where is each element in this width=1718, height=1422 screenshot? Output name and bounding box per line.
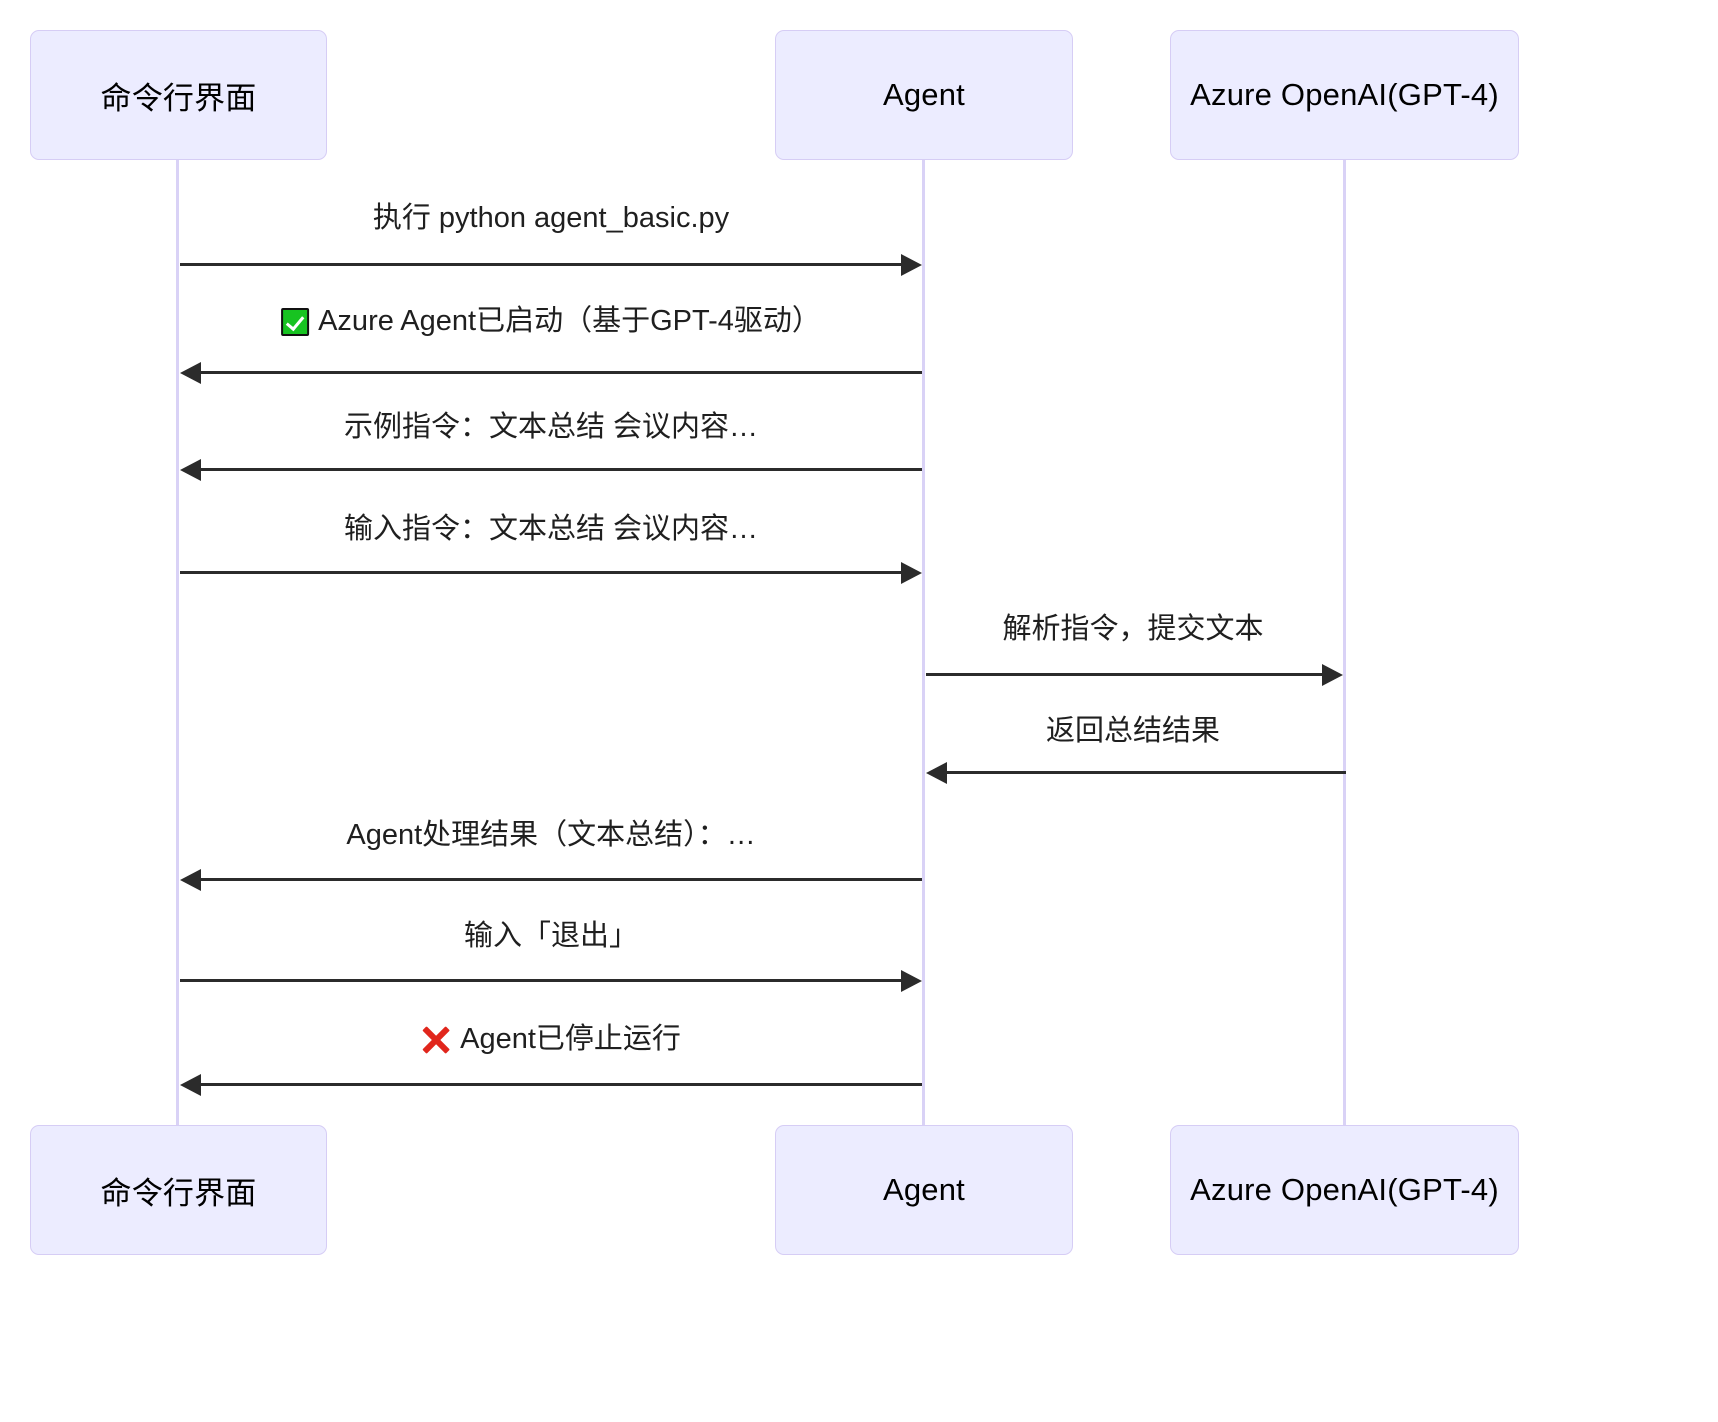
- participant-box-cli-top[interactable]: 命令行界面: [30, 30, 327, 160]
- check-mark-emoji-icon: [281, 307, 310, 336]
- lifeline-agent: [922, 160, 925, 1125]
- message-label-3: 示例指令：文本总结 会议内容…: [343, 411, 759, 444]
- message-line-6: [944, 771, 1346, 774]
- message-label-9: Agent已停止运行: [421, 1023, 681, 1056]
- participant-box-agent-bottom[interactable]: Agent: [775, 1125, 1073, 1255]
- message-arrowhead-9: [180, 1074, 201, 1096]
- participant-label-gpt-top: Azure OpenAI(GPT-4): [1190, 77, 1499, 112]
- message-text-8: 输入「退出」: [463, 920, 639, 952]
- message-label-7: Agent处理结果（文本总结）：…: [346, 819, 756, 852]
- message-label-6: 返回总结结果: [1045, 715, 1221, 748]
- message-arrowhead-6: [926, 762, 947, 784]
- message-arrowhead-5: [1322, 664, 1343, 686]
- message-label-4: 输入指令：文本总结 会议内容…: [343, 513, 759, 546]
- message-text-2: Azure Agent已启动（基于GPT-4驱动）: [318, 305, 821, 337]
- message-arrowhead-7: [180, 869, 201, 891]
- message-label-8: 输入「退出」: [463, 920, 639, 953]
- participant-box-gpt-top[interactable]: Azure OpenAI(GPT-4): [1170, 30, 1519, 160]
- message-text-4: 输入指令：文本总结 会议内容…: [343, 513, 759, 545]
- message-text-7: Agent处理结果（文本总结）：…: [346, 819, 756, 851]
- message-text-5: 解析指令，提交文本: [1002, 613, 1264, 645]
- message-label-2: Azure Agent已启动（基于GPT-4驱动）: [281, 305, 821, 338]
- message-text-3: 示例指令：文本总结 会议内容…: [343, 411, 759, 443]
- message-line-4: [180, 571, 905, 574]
- participant-label-gpt-bottom: Azure OpenAI(GPT-4): [1190, 1172, 1499, 1207]
- message-line-8: [180, 979, 905, 982]
- message-line-7: [198, 878, 922, 881]
- message-text-1: 执行 python agent_basic.py: [372, 202, 730, 234]
- message-arrowhead-8: [901, 970, 922, 992]
- message-arrowhead-2: [180, 362, 201, 384]
- message-arrowhead-1: [901, 254, 922, 276]
- message-text-6: 返回总结结果: [1045, 715, 1221, 747]
- message-line-3: [198, 468, 922, 471]
- participant-label-cli-bottom: 命令行界面: [100, 1175, 257, 1211]
- lifeline-gpt: [1343, 160, 1346, 1125]
- participant-box-gpt-bottom[interactable]: Azure OpenAI(GPT-4): [1170, 1125, 1519, 1255]
- message-arrowhead-3: [180, 459, 201, 481]
- participant-box-cli-bottom[interactable]: 命令行界面: [30, 1125, 327, 1255]
- participant-label-agent-bottom: Agent: [882, 1172, 965, 1207]
- participant-box-agent-top[interactable]: Agent: [775, 30, 1073, 160]
- message-label-1: 执行 python agent_basic.py: [372, 202, 730, 235]
- message-line-2: [198, 371, 922, 374]
- message-arrowhead-4: [901, 562, 922, 584]
- message-text-9: Agent已停止运行: [460, 1023, 681, 1055]
- message-line-5: [926, 673, 1326, 676]
- message-line-1: [180, 263, 905, 266]
- cross-mark-emoji-icon: [421, 1025, 451, 1055]
- lifeline-cli: [176, 160, 179, 1125]
- participant-label-cli-top: 命令行界面: [100, 80, 257, 116]
- message-label-5: 解析指令，提交文本: [1002, 613, 1264, 646]
- message-line-9: [198, 1083, 922, 1086]
- participant-label-agent-top: Agent: [882, 77, 965, 112]
